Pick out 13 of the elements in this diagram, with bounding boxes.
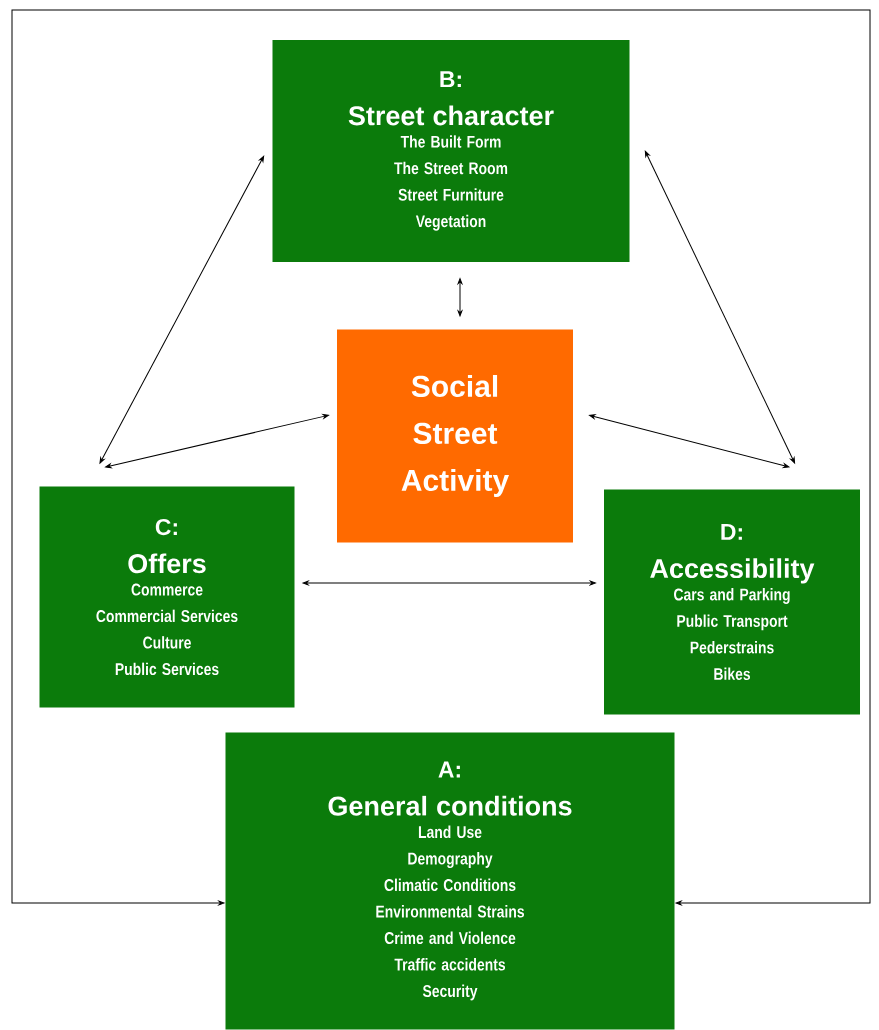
category-box: B: Street character The Built Form The Street Room Street Furniture Vegetation [272,40,630,262]
category-box: D: Accessibility Cars and Parking Public Transport Pederstrains Bikes [604,489,860,715]
double-arrow [105,414,329,469]
frame-arrow [438,9,871,906]
category-box: Social Street Activity [337,329,573,543]
double-arrow [644,150,796,464]
frame-arrow [11,9,440,906]
category-box: C: Offers Commerce Commercial Services Culture Public Services [39,486,295,708]
double-arrow [302,580,596,586]
double-arrow [457,278,463,317]
double-arrow [99,155,265,464]
double-arrow [589,414,790,468]
category-box: A: General conditions Land Use Demography Climatic Conditions Environmental Strains Crime and Violence Traffic accidents Security [225,732,675,1030]
